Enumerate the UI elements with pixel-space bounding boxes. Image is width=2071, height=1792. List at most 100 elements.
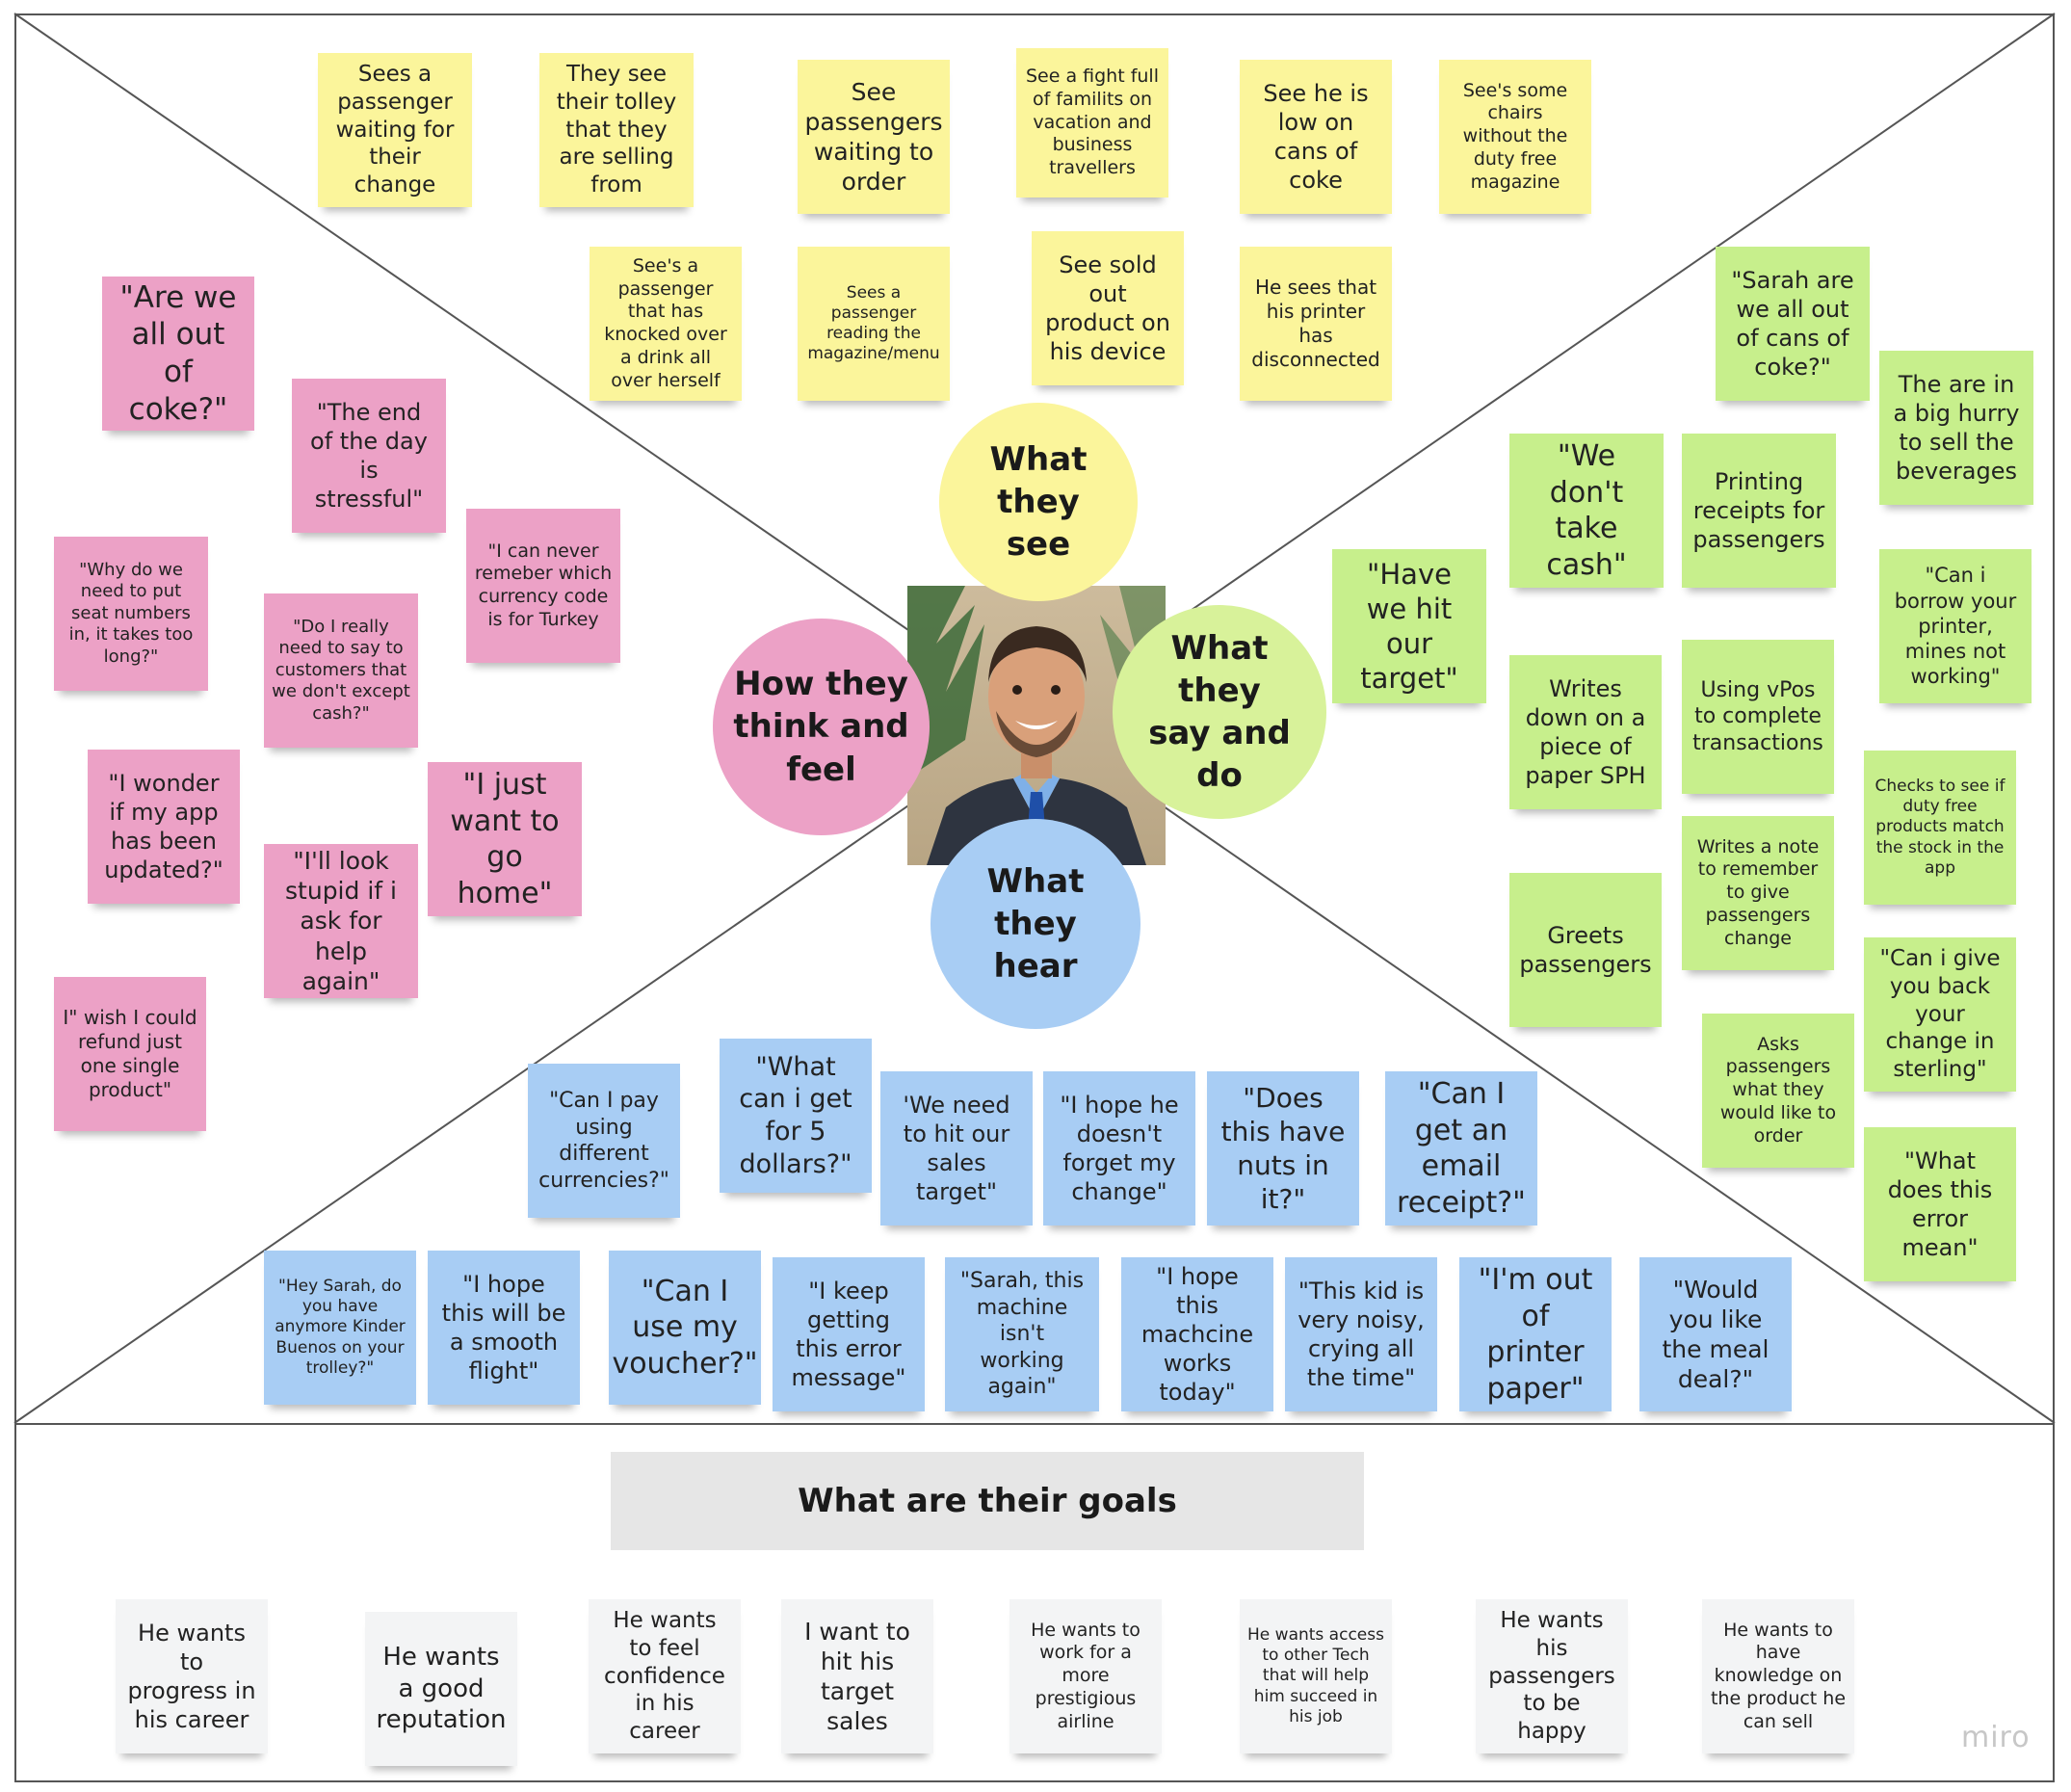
goals-title-text: What are their goals <box>798 1482 1177 1520</box>
see-note[interactable]: He sees that his printer has disconnecte… <box>1240 247 1392 401</box>
hear-note[interactable]: "Can I use my voucher?" <box>609 1251 761 1405</box>
hear-note-text: "Would you like the meal deal?" <box>1662 1275 1770 1394</box>
goal-note-text: I want to hit his target sales <box>804 1617 910 1736</box>
goal-note[interactable]: He wants his passengers to be happy <box>1476 1599 1628 1753</box>
goal-note[interactable]: He wants to have knowledge on the produc… <box>1702 1599 1854 1753</box>
quadrant-think-feel-circle: How they think and feel <box>713 619 930 835</box>
hear-note[interactable]: "This kid is very noisy, crying all the … <box>1285 1257 1437 1411</box>
say-do-note[interactable]: Writes down on a piece of paper SPH <box>1509 655 1662 809</box>
think-feel-note[interactable]: "I'll look stupid if i ask for help agai… <box>264 844 418 998</box>
hear-note-text: "Hey Sarah, do you have anymore Kinder B… <box>275 1276 406 1378</box>
goal-note-text: He wants his passengers to be happy <box>1488 1608 1615 1745</box>
say-do-note-text: "What does this error mean" <box>1887 1147 1993 1261</box>
say-do-note[interactable]: "Can i borrow your printer, mines not wo… <box>1879 549 2032 703</box>
see-note[interactable]: They see their tolley that they are sell… <box>539 53 694 207</box>
think-feel-note[interactable]: "The end of the day is stressful" <box>292 379 446 533</box>
see-note-text: See sold out product on his device <box>1045 251 1170 365</box>
say-do-note[interactable]: "What does this error mean" <box>1864 1127 2016 1281</box>
diagonal-top-right <box>1035 13 2056 719</box>
goals-title: What are their goals <box>611 1452 1364 1550</box>
say-do-note-text: Greets passengers <box>1519 922 1652 978</box>
see-note-text: They see their tolley that they are sell… <box>556 62 677 198</box>
say-do-note[interactable]: "Have we hit our target" <box>1332 549 1486 703</box>
goal-note[interactable]: I want to hit his target sales <box>781 1599 933 1753</box>
think-feel-note[interactable]: "I can never remeber which currency code… <box>466 509 620 663</box>
hear-note[interactable]: "Can I pay using different currencies?" <box>528 1064 680 1218</box>
diagonal-top-left <box>13 13 1036 719</box>
see-note[interactable]: See passengers waiting to order <box>798 60 950 214</box>
see-note[interactable]: See sold out product on his device <box>1032 231 1184 385</box>
say-do-note[interactable]: The are in a big hurry to sell the bever… <box>1879 351 2033 505</box>
hear-note-text: "Can I use my voucher?" <box>612 1274 758 1381</box>
goal-note[interactable]: He wants to work for a more prestigious … <box>1009 1599 1162 1753</box>
goal-note[interactable]: He wants access to other Tech that will … <box>1240 1599 1392 1753</box>
say-do-note[interactable]: "Can i give you back your change in ster… <box>1864 937 2016 1092</box>
quadrant-hear-label: What they hear <box>986 861 1085 987</box>
hear-note[interactable]: "Can I get an email receipt?" <box>1385 1071 1537 1225</box>
say-do-note-text: Using vPos to complete transactions <box>1692 677 1823 755</box>
hear-note[interactable]: "Does this have nuts in it?" <box>1207 1071 1359 1225</box>
say-do-note[interactable]: Checks to see if duty free products matc… <box>1864 751 2016 905</box>
hear-note[interactable]: "I'm out of printer paper" <box>1459 1257 1612 1411</box>
goal-note-text: He wants to work for a more prestigious … <box>1031 1619 1140 1732</box>
hear-note[interactable]: "I keep getting this error message" <box>773 1257 925 1411</box>
think-feel-note[interactable]: "I just want to go home" <box>428 762 582 916</box>
goal-note[interactable]: He wants to progress in his career <box>116 1599 268 1753</box>
hear-note[interactable]: "What can i get for 5 dollars?" <box>720 1039 872 1193</box>
think-feel-note[interactable]: "Are we all out of coke?" <box>102 277 254 431</box>
say-do-note[interactable]: Printing receipts for passengers <box>1682 434 1836 588</box>
say-do-note[interactable]: Using vPos to complete transactions <box>1682 640 1834 794</box>
hear-note-text: "I keep getting this error message" <box>791 1278 906 1391</box>
think-feel-note-text: I" wish I could refund just one single p… <box>63 1006 197 1101</box>
hear-note-text: "Can I get an email receipt?" <box>1397 1077 1526 1220</box>
think-feel-note-text: "I'll look stupid if i ask for help agai… <box>285 846 397 995</box>
see-note[interactable]: Sees a passenger waiting for their chang… <box>318 53 472 207</box>
hear-note[interactable]: "Sarah, this machine isn't working again… <box>945 1257 1099 1411</box>
hear-note-text: "I hope he doesn't forget my change" <box>1060 1092 1179 1205</box>
quadrant-see-label: What they see <box>989 439 1088 565</box>
think-feel-note[interactable]: "Why do we need to put seat numbers in, … <box>54 537 208 691</box>
hear-note[interactable]: "I hope this machcine works today" <box>1121 1257 1273 1411</box>
quadrant-see-circle: What they see <box>939 403 1138 601</box>
quadrant-say-do-label: What they say and do <box>1148 628 1291 796</box>
think-feel-note-text: "Why do we need to put seat numbers in, … <box>68 559 194 667</box>
say-do-note-text: "Can i give you back your change in ster… <box>1879 946 2001 1083</box>
hear-note[interactable]: 'We need to hit our sales target" <box>880 1071 1033 1225</box>
miro-logo-text: miro <box>1961 1721 2031 1754</box>
say-do-note[interactable]: Writes a note to remember to give passen… <box>1682 816 1834 970</box>
say-do-note-text: "Sarah are we all out of cans of coke?" <box>1731 267 1854 381</box>
think-feel-note[interactable]: "I wonder if my app has been updated?" <box>88 750 240 904</box>
board-frame <box>14 13 2055 1782</box>
hear-note[interactable]: "Hey Sarah, do you have anymore Kinder B… <box>264 1251 416 1405</box>
hear-note[interactable]: "I hope this will be a smooth flight" <box>428 1251 580 1405</box>
say-do-note[interactable]: "We don't take cash" <box>1509 434 1664 588</box>
say-do-note[interactable]: "Sarah are we all out of cans of coke?" <box>1716 247 1870 401</box>
think-feel-note[interactable]: "Do I really need to say to customers th… <box>264 593 418 748</box>
say-do-note[interactable]: Asks passengers what they would like to … <box>1702 1014 1854 1168</box>
goal-note[interactable]: He wants a good reputation <box>365 1612 517 1766</box>
think-feel-note-text: "I just want to go home" <box>450 768 560 910</box>
hear-note-text: "I'm out of printer paper" <box>1478 1263 1593 1406</box>
hear-note[interactable]: "I hope he doesn't forget my change" <box>1043 1071 1195 1225</box>
quadrant-hear-circle: What they hear <box>931 819 1140 1029</box>
see-note[interactable]: See's some chairs without the duty free … <box>1439 60 1591 214</box>
say-do-note[interactable]: Greets passengers <box>1509 873 1662 1027</box>
see-note[interactable]: See's a passenger that has knocked over … <box>590 247 742 401</box>
see-note[interactable]: Sees a passenger reading the magazine/me… <box>798 247 950 401</box>
see-note[interactable]: See he is low on cans of coke <box>1240 60 1392 214</box>
goal-note[interactable]: He wants to feel confidence in his caree… <box>589 1599 741 1753</box>
see-note-text: He sees that his printer has disconnecte… <box>1251 276 1380 371</box>
think-feel-note[interactable]: I" wish I could refund just one single p… <box>54 977 206 1131</box>
goal-note-text: He wants a good reputation <box>376 1643 507 1735</box>
think-feel-note-text: "I can never remeber which currency code… <box>474 540 613 630</box>
say-do-note-text: "Can i borrow your printer, mines not wo… <box>1894 564 2017 689</box>
see-note[interactable]: See a fight full of familits on vacation… <box>1016 48 1168 198</box>
see-note-text: See's a passenger that has knocked over … <box>604 254 727 391</box>
diagonal-bottom-right <box>1035 717 2056 1424</box>
think-feel-note-text: "I wonder if my app has been updated?" <box>104 770 223 883</box>
hear-note[interactable]: "Would you like the meal deal?" <box>1639 1257 1792 1411</box>
goals-divider <box>14 1423 2055 1425</box>
see-note-text: See he is low on cans of coke <box>1263 80 1369 194</box>
